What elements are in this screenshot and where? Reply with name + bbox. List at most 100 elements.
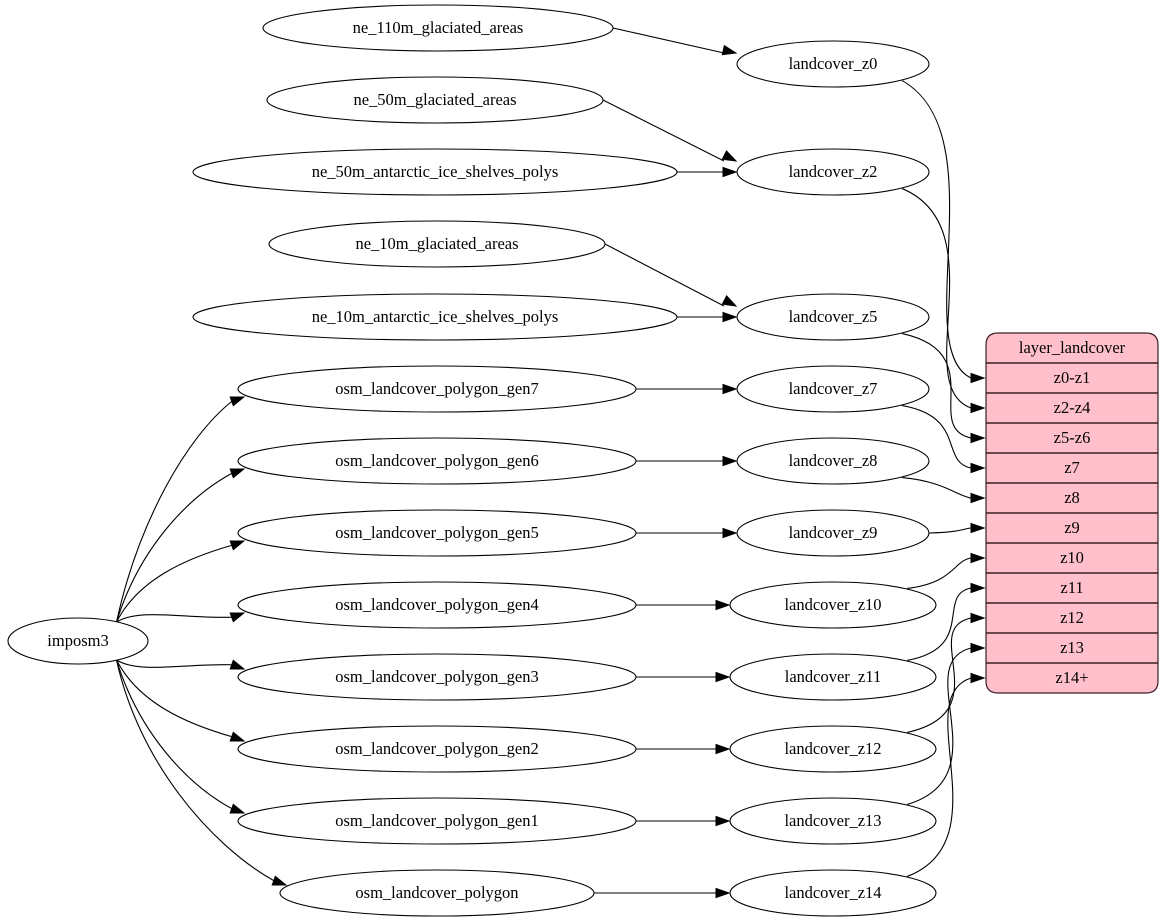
edge-line [906, 677, 972, 877]
table-row-z7[interactable]: z7 [986, 453, 1158, 483]
node-landcover_z8[interactable]: landcover_z8 [736, 437, 930, 485]
arrow-head [271, 875, 288, 886]
node-landcover_z5[interactable]: landcover_z5 [736, 293, 930, 341]
node-landcover_z9[interactable]: landcover_z9 [736, 509, 930, 557]
edge-imposm3-to-osm_landcover_polygon [115, 659, 288, 886]
arrow-head [970, 642, 986, 654]
edge-line [116, 544, 233, 623]
arrow-head [970, 372, 986, 384]
node-osm_landcover_polygon_gen3[interactable]: osm_landcover_polygon_gen3 [237, 653, 637, 701]
node-osm_landcover_polygon[interactable]: osm_landcover_polygon [279, 869, 595, 917]
table-row-z12[interactable]: z12 [986, 603, 1158, 633]
table-row-label: z5-z6 [1054, 428, 1091, 447]
table-row-label: z13 [1060, 638, 1084, 657]
node-ne_10m_antarctic_ice_shelves_polys[interactable]: ne_10m_antarctic_ice_shelves_polys [192, 293, 678, 341]
node-landcover_z7[interactable]: landcover_z7 [736, 365, 930, 413]
arrow-head [970, 552, 986, 564]
edge-line [907, 647, 972, 805]
node-ne_50m_antarctic_ice_shelves_polys[interactable]: ne_50m_antarctic_ice_shelves_polys [192, 148, 678, 196]
edge-osm_landcover_polygon_gen2-to-landcover_z12 [636, 743, 731, 755]
table-row-label: z2-z4 [1054, 398, 1091, 417]
node-landcover_z14[interactable]: landcover_z14 [729, 869, 937, 917]
edge-line [612, 27, 725, 54]
arrow-head [970, 462, 986, 474]
edge-landcover_z5-to-layer_landcover:z5-z6 [902, 333, 986, 444]
node-shape [279, 869, 595, 917]
edge-imposm3-to-osm_landcover_polygon_gen3 [116, 659, 246, 670]
node-shape [266, 76, 604, 124]
table-row-label: z9 [1064, 518, 1080, 537]
table-row-z2-z4[interactable]: z2-z4 [986, 393, 1158, 423]
table-row-z8[interactable]: z8 [986, 483, 1158, 513]
edge-osm_landcover_polygon_gen5-to-landcover_z9 [636, 527, 738, 539]
node-shape [729, 797, 937, 845]
node-label: ne_110m_glaciated_areas [353, 18, 524, 37]
node-label: ne_10m_glaciated_areas [355, 234, 518, 253]
table-row-z11[interactable]: z11 [986, 573, 1158, 603]
table-header-label: layer_landcover [1019, 338, 1126, 357]
node-osm_landcover_polygon_gen2[interactable]: osm_landcover_polygon_gen2 [237, 725, 637, 773]
node-label: landcover_z14 [784, 883, 881, 902]
node-label: osm_landcover_polygon [355, 883, 518, 902]
arrow-head [970, 492, 986, 504]
node-osm_landcover_polygon_gen4[interactable]: osm_landcover_polygon_gen4 [237, 581, 637, 629]
arrow-head [715, 599, 731, 611]
node-osm_landcover_polygon_gen7[interactable]: osm_landcover_polygon_gen7 [237, 365, 637, 413]
node-ne_10m_glaciated_areas[interactable]: ne_10m_glaciated_areas [268, 220, 606, 268]
edge-line [116, 659, 233, 738]
edge-landcover_z10-to-layer_landcover:z10 [907, 552, 986, 589]
node-label: landcover_z2 [789, 162, 878, 181]
node-label: landcover_z7 [789, 379, 878, 398]
node-imposm3[interactable]: imposm3 [7, 617, 149, 665]
node-label: landcover_z13 [784, 811, 881, 830]
table-row-z10[interactable]: z10 [986, 543, 1158, 573]
node-shape [237, 653, 637, 701]
node-label: ne_10m_antarctic_ice_shelves_polys [312, 307, 559, 326]
edge-line [907, 617, 972, 733]
table-row-z13[interactable]: z13 [986, 633, 1158, 663]
edge-landcover_z7-to-layer_landcover:z7 [902, 405, 986, 474]
edge-landcover_z12-to-layer_landcover:z12 [907, 612, 986, 733]
arrow-head [721, 295, 738, 307]
node-landcover_z11[interactable]: landcover_z11 [729, 653, 937, 701]
edge-imposm3-to-osm_landcover_polygon_gen7 [115, 396, 246, 623]
node-label: osm_landcover_polygon_gen3 [335, 667, 538, 686]
edge-line [907, 587, 972, 661]
node-osm_landcover_polygon_gen6[interactable]: osm_landcover_polygon_gen6 [237, 437, 637, 485]
edge-osm_landcover_polygon_gen7-to-landcover_z7 [636, 383, 738, 395]
arrow-head [722, 455, 738, 467]
node-shape [237, 581, 637, 629]
node-landcover_z12[interactable]: landcover_z12 [729, 725, 937, 773]
node-label: landcover_z0 [789, 54, 878, 73]
arrow-head [970, 612, 986, 624]
arrow-head [715, 887, 731, 899]
arrow-head [229, 659, 246, 670]
node-osm_landcover_polygon_gen1[interactable]: osm_landcover_polygon_gen1 [237, 797, 637, 845]
edge-ne_50m_antarctic_ice_shelves_polys-to-landcover_z2 [677, 166, 738, 178]
edge-landcover_z9-to-layer_landcover:z9 [928, 522, 986, 534]
node-landcover_z2[interactable]: landcover_z2 [736, 148, 930, 196]
table-row-z5-z6[interactable]: z5-z6 [986, 423, 1158, 453]
node-ne_50m_glaciated_areas[interactable]: ne_50m_glaciated_areas [266, 76, 604, 124]
arrow-head [722, 383, 738, 395]
node-osm_landcover_polygon_gen5[interactable]: osm_landcover_polygon_gen5 [237, 509, 637, 557]
arrow-head [722, 311, 738, 323]
arrow-head [970, 432, 986, 444]
node-landcover_z0[interactable]: landcover_z0 [736, 40, 930, 88]
node-label: landcover_z10 [784, 595, 881, 614]
table-row-z14+[interactable]: z14+ [986, 663, 1158, 693]
node-shape [192, 148, 678, 196]
edge-osm_landcover_polygon_gen6-to-landcover_z8 [636, 455, 738, 467]
node-landcover_z10[interactable]: landcover_z10 [729, 581, 937, 629]
table-row-label: z11 [1060, 578, 1083, 597]
table-row-z0-z1[interactable]: z0-z1 [986, 363, 1158, 393]
edge-osm_landcover_polygon_gen1-to-landcover_z13 [636, 815, 731, 827]
node-label: osm_landcover_polygon_gen4 [335, 595, 538, 614]
node-ne_110m_glaciated_areas[interactable]: ne_110m_glaciated_areas [262, 4, 614, 52]
arrow-head [715, 671, 731, 683]
table-row-z9[interactable]: z9 [986, 513, 1158, 543]
node-landcover_z13[interactable]: landcover_z13 [729, 797, 937, 845]
node-label: landcover_z8 [789, 451, 878, 470]
